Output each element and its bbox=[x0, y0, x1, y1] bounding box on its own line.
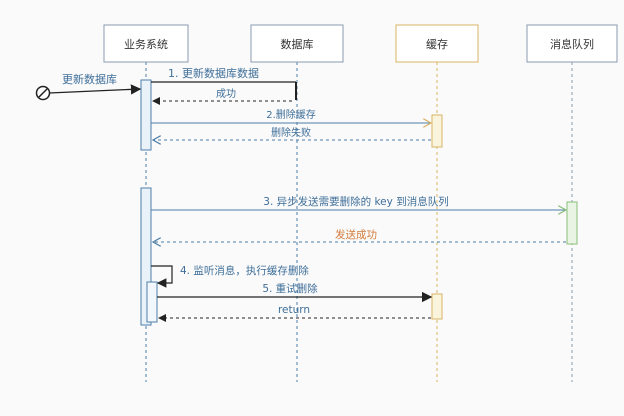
message-2-label: 2.删除缓存 bbox=[266, 108, 316, 121]
activation-business-nested bbox=[146, 281, 158, 323]
participant-cache: 缓存 bbox=[395, 24, 479, 63]
participant-business: 业务系统 bbox=[103, 24, 189, 63]
message-1-return-label: 成功 bbox=[216, 88, 236, 100]
activation-mq bbox=[566, 201, 578, 245]
message-4-label: 4. 监听消息，执行缓存删除 bbox=[180, 264, 309, 277]
activation-cache-2 bbox=[431, 293, 443, 320]
message-1-label: 1. 更新数据库数据 bbox=[168, 66, 259, 80]
participant-mq: 消息队列 bbox=[526, 24, 618, 63]
actor-message-arrow bbox=[48, 84, 142, 95]
activation-business-1 bbox=[140, 79, 152, 151]
participant-database: 数据库 bbox=[250, 24, 344, 63]
participant-cache-label: 缓存 bbox=[426, 37, 448, 51]
activation-cache-1 bbox=[431, 114, 443, 148]
message-5-label: 5. 重试删除 bbox=[262, 282, 318, 295]
actor-message-label: 更新数据库 bbox=[62, 72, 117, 86]
actor-start-icon bbox=[35, 85, 51, 101]
message-5-return-label: return bbox=[278, 304, 310, 316]
participant-database-label: 数据库 bbox=[281, 37, 314, 51]
message-3-return-label: 发送成功 bbox=[335, 228, 377, 241]
message-2-return-label: 删除失败 bbox=[271, 126, 311, 139]
message-3-label: 3. 异步发送需要删除的 key 到消息队列 bbox=[263, 195, 448, 208]
message-4-self-arrow bbox=[151, 265, 173, 288]
participant-mq-label: 消息队列 bbox=[550, 37, 594, 51]
activation-business-2 bbox=[140, 187, 152, 326]
participant-business-label: 业务系统 bbox=[124, 38, 168, 51]
